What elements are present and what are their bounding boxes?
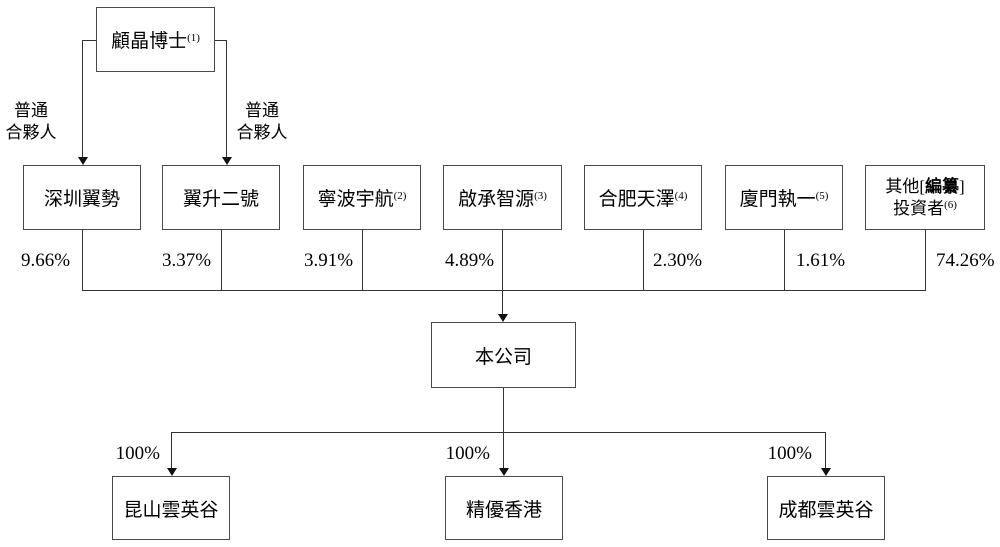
footnote-ref-2: (2)	[393, 190, 407, 202]
arrow-down	[78, 157, 88, 165]
arrow-down	[821, 468, 831, 476]
node-xiamen-zhiyi: 廈門執一(5)	[725, 165, 843, 230]
node-label: 啟承智源(3)	[458, 189, 547, 210]
node-shenzhen-yishi: 深圳翼勢	[23, 165, 141, 230]
node-label: 合肥天澤(4)	[598, 189, 688, 210]
connector	[226, 40, 227, 157]
node-hefei-tianze: 合肥天澤(4)	[584, 165, 702, 230]
footnote-ref-4: (4)	[674, 190, 688, 202]
node-ningbo-yuhang: 寧波宇航(2)	[303, 165, 421, 230]
footnote-ref-1: (1)	[187, 32, 200, 44]
connector	[925, 230, 926, 290]
ownership-pct-xiamen-zhiyi: 1.61%	[796, 250, 846, 271]
gp-label-line2: 合夥人	[236, 123, 288, 142]
arrow-down	[499, 468, 509, 476]
node-label: 其他[編纂] 投資者(6)	[885, 176, 964, 220]
connector	[502, 290, 503, 314]
node-label: 精優香港	[465, 499, 542, 521]
connector	[82, 230, 83, 290]
connector	[82, 40, 83, 157]
connector-bus	[171, 432, 826, 433]
arrow-down	[222, 157, 232, 165]
redacted-placeholder: 編纂	[925, 176, 959, 196]
ownership-pct-ningbo-yuhang: 3.91%	[304, 250, 354, 271]
connector	[784, 230, 785, 290]
connector	[221, 230, 222, 290]
node-gu-jing-label: 顧晶博士(1)	[111, 31, 200, 52]
node-gu-jing: 顧晶博士(1)	[96, 7, 215, 72]
ownership-pct-yisheng-no2: 3.37%	[162, 250, 212, 271]
gp-label-line1: 普通	[14, 101, 48, 120]
general-partner-label-left: 普通 合夥人	[1, 100, 61, 144]
ownership-pct-jingyou: 100%	[445, 443, 490, 464]
general-partner-label-right: 普通 合夥人	[232, 100, 292, 144]
footnote-ref-5: (5)	[815, 190, 829, 202]
ownership-pct-chengdu: 100%	[767, 443, 812, 464]
ownership-pct-qicheng-zhiyuan: 4.89%	[445, 250, 495, 271]
other-investors-line1: 其他[編纂]	[885, 176, 965, 196]
footnote-ref-6: (6)	[944, 198, 957, 211]
node-label: 廈門執一(5)	[739, 189, 829, 210]
connector	[215, 40, 227, 41]
ownership-pct-other-investors: 74.26%	[936, 250, 995, 271]
connector	[825, 432, 826, 468]
node-other-investors: 其他[編纂] 投資者(6)	[865, 165, 985, 230]
node-label: 昆山雲英谷	[123, 499, 219, 521]
connector	[503, 388, 504, 468]
gp-label-line1: 普通	[245, 101, 279, 120]
footnote-ref-3: (3)	[534, 190, 547, 202]
connector-bus	[82, 290, 926, 291]
other-investors-line2: 投資者(6)	[893, 198, 957, 218]
node-chengdu-yunyinggu: 成都雲英谷	[767, 476, 885, 540]
connector	[171, 432, 172, 468]
node-jingyou-hongkong: 精優香港	[445, 476, 563, 540]
ownership-pct-kunshan: 100%	[115, 443, 160, 464]
node-kunshan-yunyinggu: 昆山雲英谷	[112, 476, 230, 540]
gp-label-line2: 合夥人	[5, 123, 57, 142]
arrow-down	[498, 314, 508, 322]
arrow-down	[167, 468, 177, 476]
ownership-pct-shenzhen-yishi: 9.66%	[21, 250, 71, 271]
connector	[502, 230, 503, 290]
node-label: 寧波宇航(2)	[317, 189, 407, 210]
node-label: 深圳翼勢	[43, 189, 120, 210]
node-company: 本公司	[431, 322, 576, 388]
node-label: 翼升二號	[182, 189, 259, 210]
node-yisheng-no2: 翼升二號	[162, 165, 280, 230]
connector	[362, 230, 363, 290]
ownership-pct-hefei-tianze: 2.30%	[653, 250, 703, 271]
node-label: 成都雲英谷	[778, 499, 874, 521]
connector	[82, 40, 96, 41]
connector	[643, 230, 644, 290]
node-company-label: 本公司	[474, 346, 532, 368]
node-qicheng-zhiyuan: 啟承智源(3)	[443, 165, 562, 230]
